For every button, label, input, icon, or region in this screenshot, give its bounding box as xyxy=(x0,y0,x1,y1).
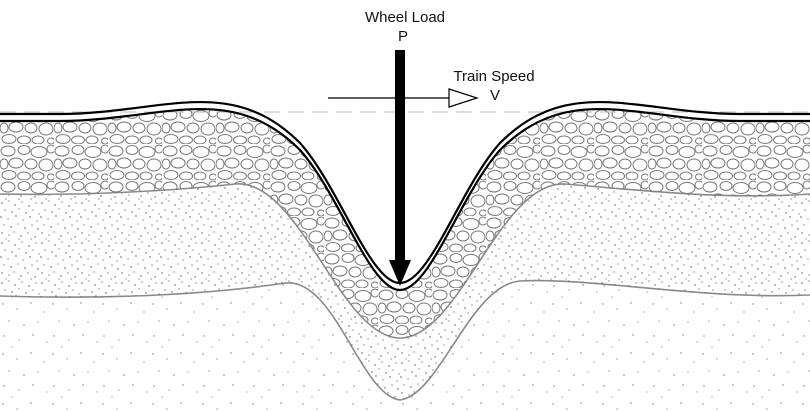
speed-arrow-icon xyxy=(328,88,479,108)
wheel-load-label: Wheel Load xyxy=(365,9,445,26)
sub-ballast-layer xyxy=(0,183,810,400)
train-speed-label: Train Speed xyxy=(453,68,534,85)
ballast-layer xyxy=(0,109,810,339)
train-speed-symbol: V xyxy=(490,87,500,104)
rail-bottom-edge xyxy=(0,107,810,292)
wheel-load-symbol: P xyxy=(398,28,408,45)
load-arrow-icon xyxy=(389,50,411,286)
subgrade-layer xyxy=(0,280,810,411)
